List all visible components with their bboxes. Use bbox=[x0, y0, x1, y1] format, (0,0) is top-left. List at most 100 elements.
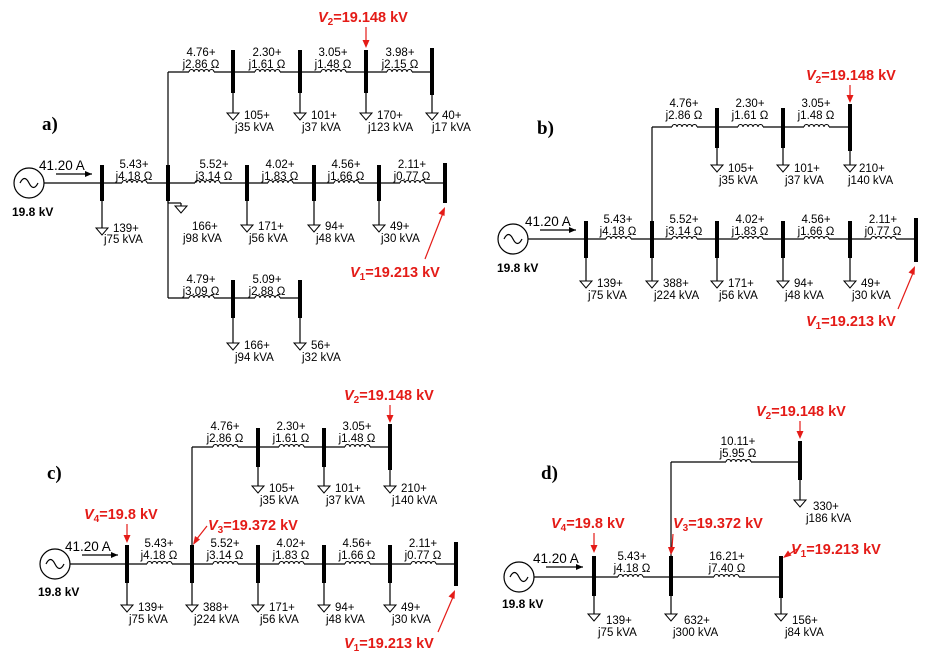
load-icon bbox=[292, 318, 308, 351]
current-arrow-icon bbox=[82, 552, 118, 558]
arrow-icon bbox=[846, 85, 854, 103]
load-q: j94 kVA bbox=[234, 352, 274, 364]
load-q: j75 kVA bbox=[128, 614, 168, 626]
panel-a: a) 19.8 kV 41.20 A 5.43+ j4.18 Ω 5.52+ j… bbox=[12, 10, 471, 364]
voltage-source-icon bbox=[497, 223, 529, 255]
line-impedance-x: j1.83 Ω bbox=[731, 226, 769, 238]
line-impedance-x: j1.48 Ω bbox=[314, 59, 352, 71]
load-icon bbox=[578, 258, 594, 289]
load-p: 56+ bbox=[311, 340, 331, 352]
line-impedance-r: 4.02+ bbox=[276, 538, 305, 550]
line-impedance-x: j4.18 Ω bbox=[115, 171, 153, 183]
voltage-v4: V4=19.8 kV bbox=[551, 516, 625, 534]
line-impedance-r: 4.79+ bbox=[186, 274, 215, 286]
load-q: j140 kVA bbox=[391, 495, 438, 507]
load-q: j48 kVA bbox=[784, 290, 824, 302]
current-arrow-icon bbox=[540, 227, 576, 233]
line-impedance-r: 5.43+ bbox=[144, 538, 173, 550]
line-impedance-r: 10.11+ bbox=[721, 436, 756, 448]
current-label: 41.20 A bbox=[525, 214, 571, 229]
panel-d-label: d) bbox=[541, 463, 558, 484]
line-impedance-r: 5.52+ bbox=[210, 538, 239, 550]
load-q: j224 kVA bbox=[653, 290, 700, 302]
load-p: 94+ bbox=[325, 221, 345, 233]
line-impedance-x: j4.18 Ω bbox=[140, 550, 178, 562]
load-q: j32 kVA bbox=[301, 352, 341, 364]
load-icon bbox=[775, 148, 791, 173]
load-p: 105+ bbox=[244, 110, 270, 122]
line-impedance-r: 2.11+ bbox=[409, 538, 438, 550]
arrow-icon bbox=[362, 27, 370, 48]
load-icon bbox=[250, 583, 266, 613]
arrow-icon bbox=[424, 207, 445, 260]
line-impedance-x: j3.14 Ω bbox=[206, 550, 244, 562]
load-q: j300 kVA bbox=[672, 627, 719, 639]
load-p: 105+ bbox=[269, 483, 295, 495]
load-q: j75 kVA bbox=[103, 234, 143, 246]
voltage-source-icon bbox=[503, 561, 535, 593]
panel-a-label: a) bbox=[42, 114, 58, 135]
load-q: j98 kVA bbox=[182, 233, 222, 245]
line-impedance-r: 3.05+ bbox=[318, 47, 347, 59]
line-impedance-r: 5.52+ bbox=[669, 214, 698, 226]
load-icon bbox=[371, 201, 387, 233]
line-impedance-x: j2.86 Ω bbox=[206, 433, 244, 445]
arrow-icon bbox=[796, 421, 804, 439]
load-q: j35 kVA bbox=[259, 495, 299, 507]
load-q: j48 kVA bbox=[315, 233, 355, 245]
line-impedance-r: 4.56+ bbox=[331, 159, 360, 171]
line-impedance-r: 5.52+ bbox=[199, 159, 228, 171]
voltage-v1: V1=19.213 kV bbox=[344, 636, 434, 654]
voltage-v3: V3=19.372 kV bbox=[208, 518, 298, 536]
load-icon bbox=[842, 151, 858, 173]
line-impedance-r: 2.11+ bbox=[869, 214, 898, 226]
line-impedance-r: 4.02+ bbox=[265, 159, 294, 171]
arrow-icon bbox=[193, 525, 208, 545]
arrow-icon bbox=[897, 266, 915, 310]
line-impedance-x: j1.66 Ω bbox=[338, 550, 376, 562]
panel-c-label: c) bbox=[47, 463, 62, 484]
load-q: j37 kVA bbox=[301, 122, 341, 134]
line-impedance-r: 5.43+ bbox=[617, 551, 646, 563]
load-p: 139+ bbox=[138, 602, 164, 614]
line-impedance-r: 2.30+ bbox=[252, 47, 281, 59]
line-impedance-x: j1.66 Ω bbox=[797, 226, 835, 238]
load-p: 139+ bbox=[113, 223, 139, 235]
voltage-v2: V2=19.148 kV bbox=[756, 404, 846, 422]
line-impedance-x: j1.83 Ω bbox=[272, 550, 310, 562]
voltage-v1: V1=19.213 kV bbox=[350, 265, 440, 283]
load-p: 388+ bbox=[203, 602, 229, 614]
load-p: 49+ bbox=[390, 221, 410, 233]
load-p: 210+ bbox=[859, 163, 885, 175]
voltage-v2: V2=19.148 kV bbox=[344, 388, 434, 406]
line-impedance-x: j4.18 Ω bbox=[599, 226, 637, 238]
line-impedance-x: j0.77 Ω bbox=[864, 226, 902, 238]
panel-b-label: b) bbox=[537, 118, 554, 139]
line-impedance-x: j7.40 Ω bbox=[708, 563, 746, 575]
load-p: 105+ bbox=[728, 163, 754, 175]
load-icon bbox=[773, 598, 789, 622]
load-p: 171+ bbox=[728, 278, 754, 290]
load-icon bbox=[586, 596, 602, 622]
current-arrow-icon bbox=[546, 564, 583, 570]
load-p: 171+ bbox=[258, 221, 284, 233]
panel-d: d) 19.8 kV 41.20 A 5.43+ j4.18 Ω 16.21+ … bbox=[502, 404, 881, 639]
line-impedance-x: j1.48 Ω bbox=[338, 433, 376, 445]
current-label: 41.20 A bbox=[533, 551, 579, 566]
voltage-v2: V2=19.148 kV bbox=[318, 10, 408, 28]
load-icon bbox=[792, 480, 808, 508]
voltage-v2: V2=19.148 kV bbox=[806, 68, 896, 86]
voltage-v1: V1=19.213 kV bbox=[806, 314, 896, 332]
load-p: 49+ bbox=[861, 278, 881, 290]
load-icon bbox=[306, 201, 322, 233]
line-impedance-x: j0.77 Ω bbox=[393, 171, 431, 183]
load-icon bbox=[842, 258, 858, 289]
load-q: j30 kVA bbox=[380, 233, 420, 245]
load-q: j186 kVA bbox=[805, 513, 852, 525]
load-icon bbox=[239, 201, 255, 233]
load-q: j75 kVA bbox=[587, 290, 627, 302]
line-impedance-x: j0.77 Ω bbox=[404, 550, 442, 562]
line-impedance-r: 4.56+ bbox=[801, 214, 830, 226]
load-q: j75 kVA bbox=[597, 627, 637, 639]
line-impedance-x: j3.14 Ω bbox=[665, 226, 703, 238]
